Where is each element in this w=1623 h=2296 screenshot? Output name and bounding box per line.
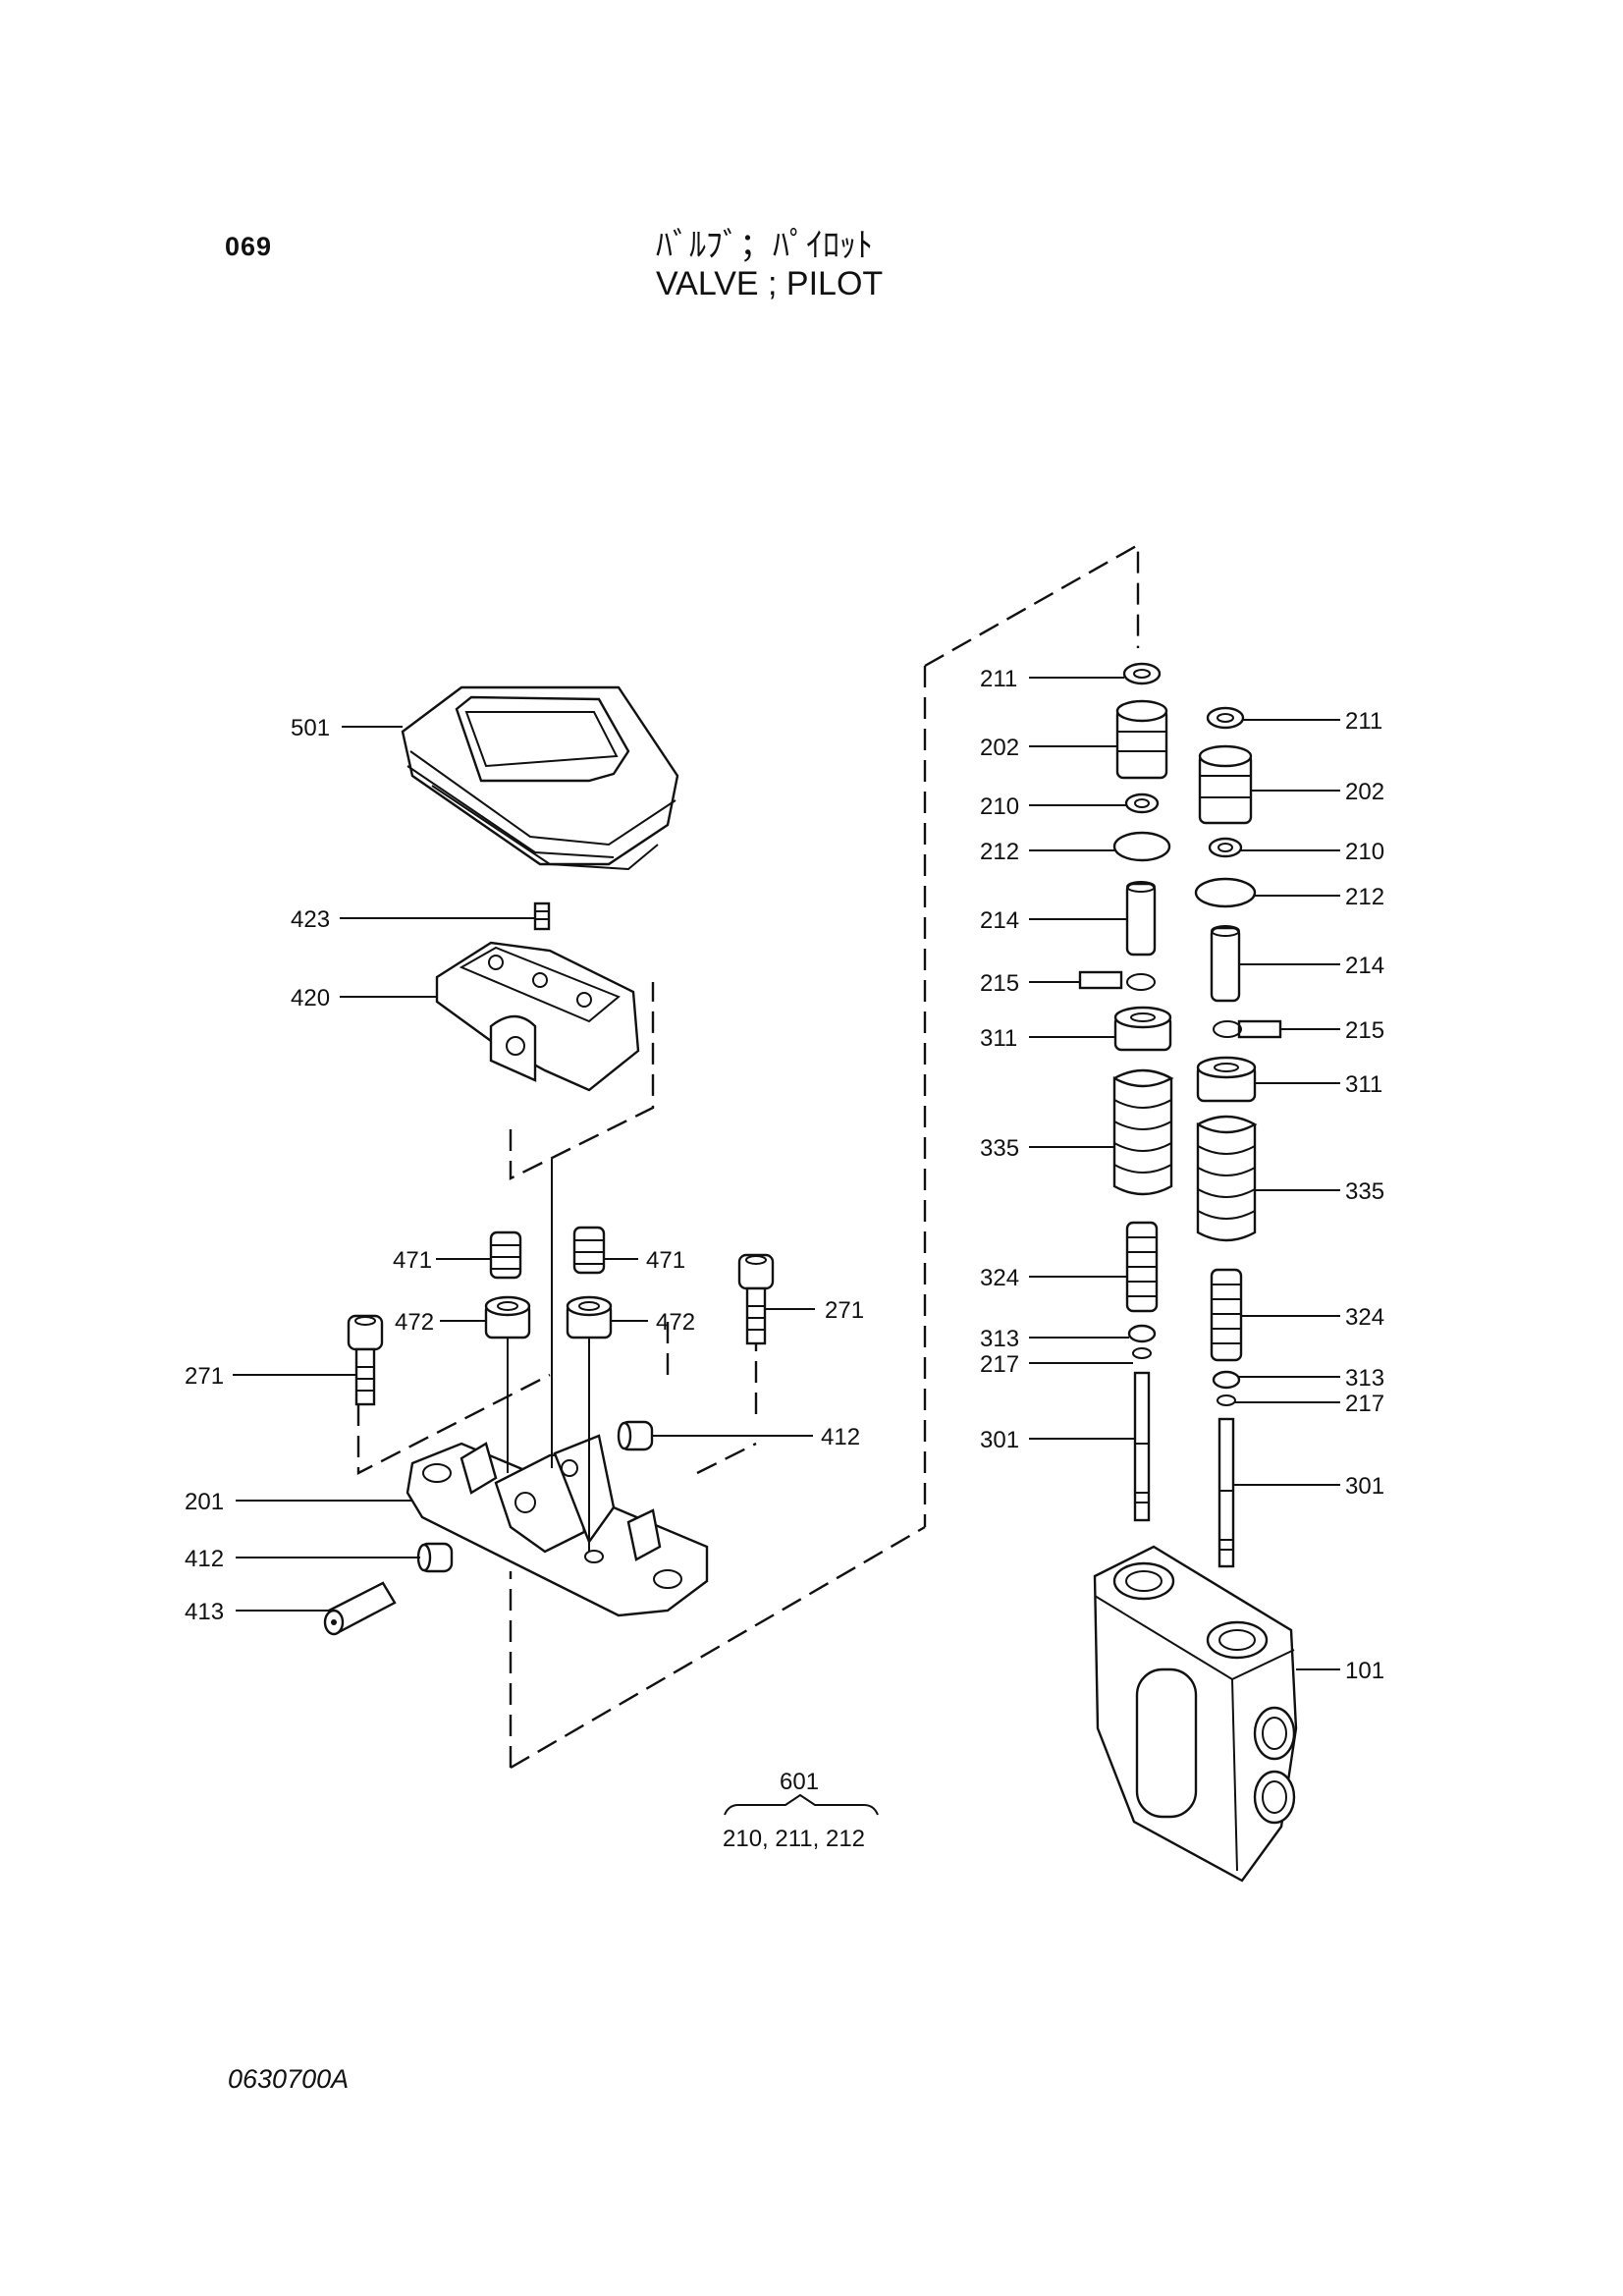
- part-471-plug-right: [572, 1226, 606, 1275]
- drawing-number: 0630700A: [228, 2064, 350, 2094]
- part-501-boot: [401, 685, 679, 871]
- part-201-casing: [406, 1159, 709, 1617]
- part-412-pin-right: [617, 1420, 654, 1451]
- callout-labels: 501 423 420 471 471 472 472 271 271 412 …: [185, 666, 1384, 1852]
- callout-210-right: 210: [1345, 839, 1384, 865]
- page-code: 069: [225, 232, 273, 261]
- callout-202-right: 202: [1345, 779, 1384, 805]
- callout-210-left: 210: [980, 793, 1019, 820]
- callout-413: 413: [185, 1599, 224, 1625]
- leader-lines: [233, 677, 1340, 1670]
- callout-217-right: 217: [1345, 1391, 1384, 1417]
- part-101-valve-body: [1093, 1545, 1298, 1883]
- callout-471-left: 471: [393, 1247, 432, 1274]
- callout-311-right: 311: [1345, 1071, 1382, 1098]
- callout-202-left: 202: [980, 735, 1019, 761]
- callout-423: 423: [291, 906, 330, 933]
- callout-212-left: 212: [980, 839, 1019, 865]
- part-412-pin-left: [416, 1542, 454, 1573]
- callout-324-left: 324: [980, 1265, 1019, 1291]
- valve-stack-left: [1078, 662, 1174, 1522]
- part-472-bushing-left: [484, 1295, 531, 1339]
- title-english: VALVE ; PILOT: [656, 265, 884, 302]
- kit-contents: 210, 211, 212: [723, 1826, 865, 1852]
- callout-335-right: 335: [1345, 1178, 1384, 1205]
- callout-412-right: 412: [821, 1424, 860, 1450]
- part-471-plug-left: [489, 1230, 522, 1280]
- part-271-bolt-left: [347, 1314, 384, 1406]
- part-472-bushing-right: [566, 1295, 613, 1339]
- callout-472-right: 472: [656, 1309, 695, 1336]
- kit-number: 601: [780, 1769, 819, 1795]
- callout-212-right: 212: [1345, 884, 1384, 910]
- callout-101: 101: [1345, 1658, 1384, 1684]
- assembly-frame-lines: [356, 542, 1140, 1770]
- callout-420: 420: [291, 985, 330, 1011]
- part-420-cam-plate: [435, 941, 640, 1092]
- title-japanese: ﾊﾞﾙﾌﾞ；ﾊﾟｲﾛｯﾄ: [656, 226, 873, 265]
- callout-215-right: 215: [1345, 1017, 1384, 1044]
- callout-472-left: 472: [395, 1309, 434, 1336]
- callout-211-left: 211: [980, 666, 1017, 692]
- part-423-screw: [533, 902, 551, 931]
- callout-271-right: 271: [825, 1297, 864, 1324]
- callout-211-right: 211: [1345, 708, 1382, 735]
- callout-301-right: 301: [1345, 1473, 1384, 1500]
- callout-311-left: 311: [980, 1025, 1017, 1052]
- callout-214-left: 214: [980, 907, 1019, 934]
- kit-bracket: [724, 1793, 879, 1816]
- part-271-bolt-right: [737, 1253, 775, 1345]
- callout-412-left: 412: [185, 1546, 224, 1572]
- callout-217-left: 217: [980, 1351, 1019, 1378]
- callout-214-right: 214: [1345, 953, 1384, 979]
- callout-215-left: 215: [980, 970, 1019, 997]
- callout-271-left: 271: [185, 1363, 224, 1390]
- callout-313-right: 313: [1345, 1365, 1384, 1392]
- callout-201: 201: [185, 1489, 224, 1515]
- callout-471-right: 471: [646, 1247, 685, 1274]
- callout-335-left: 335: [980, 1135, 1019, 1162]
- callout-324-right: 324: [1345, 1304, 1384, 1331]
- callout-313-left: 313: [980, 1326, 1019, 1352]
- callout-301-left: 301: [980, 1427, 1019, 1453]
- part-413-pin: [323, 1581, 397, 1636]
- valve-stack-right: [1194, 706, 1282, 1568]
- callout-501: 501: [291, 715, 330, 741]
